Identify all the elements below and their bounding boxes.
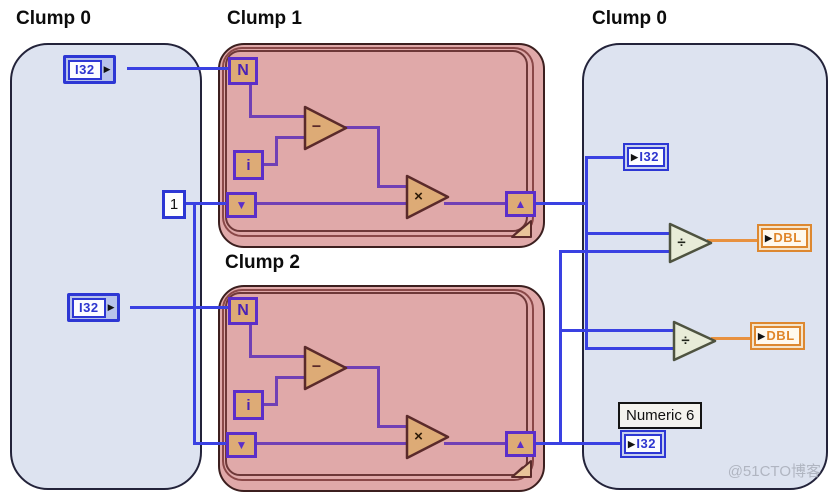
wire-loop2-to-div1-bottom[interactable] — [559, 250, 674, 253]
wire-loop1-to-div2-bottom[interactable] — [585, 347, 676, 350]
indicator-input-arrow-icon: ▶ — [765, 232, 773, 243]
wire-sub1-out[interactable] — [345, 126, 380, 129]
wire-bus-loop1[interactable] — [585, 156, 588, 350]
numeric6-label[interactable]: Numeric 6 — [618, 402, 703, 429]
loop2-page-fold-icon — [509, 459, 535, 485]
wire-loop1-to-div1-top[interactable] — [585, 232, 674, 235]
sr-up-icon: ▲ — [514, 437, 527, 451]
wire-sub1-down[interactable] — [377, 126, 380, 188]
wire-sub2-to-mul2[interactable] — [377, 425, 407, 428]
multiply-node-2[interactable]: × — [405, 414, 451, 460]
subtract-node-2[interactable]: − — [303, 345, 349, 391]
wire-mul1-to-sr1-right[interactable] — [444, 202, 507, 205]
wire-sr2-to-mul2[interactable] — [255, 442, 407, 445]
loop1-count-terminal[interactable]: N — [228, 57, 258, 85]
multiply-symbol: × — [414, 187, 423, 205]
indicator-input-arrow-icon: ▶ — [628, 438, 636, 449]
subtract-node-1[interactable]: − — [303, 105, 349, 151]
divide-triangle-icon — [672, 320, 717, 362]
wire-i2-up[interactable] — [275, 376, 278, 406]
clump2-label: Clump 2 — [225, 252, 300, 273]
dbl-indicator-bottom[interactable]: ▶ DBL — [750, 322, 805, 350]
subtract-symbol: − — [311, 118, 322, 136]
i32-indicator-top-label: I32 — [639, 149, 659, 164]
watermark: @51CTO博客 — [727, 463, 821, 480]
wire-n1-down[interactable] — [249, 84, 252, 118]
subtract-symbol: − — [311, 358, 322, 376]
wire-sub2-out[interactable] — [345, 366, 380, 369]
divide-triangle-icon — [668, 222, 713, 264]
wire-loop2-to-div2-top[interactable] — [559, 329, 676, 332]
i32-control-2-label: I32 — [72, 297, 106, 318]
sr-down-icon: ▼ — [235, 198, 248, 212]
wire-i1-out[interactable] — [262, 163, 278, 166]
divide-node-1[interactable]: ÷ — [668, 222, 714, 264]
wire-sr1-to-mul1[interactable] — [255, 202, 407, 205]
multiply-node-1[interactable]: × — [405, 174, 451, 220]
loop-stacked-frame-line — [222, 289, 534, 481]
dbl-indicator-top[interactable]: ▶ DBL — [757, 224, 812, 252]
clump0-left-region[interactable] — [10, 43, 202, 490]
dbl-indicator-bottom-label: DBL — [766, 328, 795, 343]
wire-i1-up[interactable] — [275, 136, 278, 166]
i32-control-2[interactable]: I32 ▶ — [67, 293, 120, 322]
sr-down-icon: ▼ — [235, 438, 248, 452]
clump1-loop-structure[interactable] — [218, 43, 545, 248]
i32-indicator-bottom-label: I32 — [636, 436, 656, 451]
wire-bus-loop2[interactable] — [559, 250, 562, 445]
wire-n2-down[interactable] — [249, 324, 252, 358]
control-output-arrow-icon: ▶ — [103, 64, 111, 74]
loop-stacked-frame-line — [222, 47, 534, 237]
loop1-shift-register-right[interactable]: ▲ — [505, 191, 536, 217]
loop1-shift-register-left[interactable]: ▼ — [226, 192, 257, 218]
multiply-triangle-icon — [405, 174, 450, 220]
wire-i2-to-sub2[interactable] — [275, 376, 306, 379]
clump1-label: Clump 1 — [227, 8, 302, 29]
loop2-iteration-terminal[interactable]: i — [233, 390, 264, 420]
sr-up-icon: ▲ — [514, 197, 527, 211]
subtract-triangle-icon — [303, 105, 348, 151]
subtract-triangle-icon — [303, 345, 348, 391]
loop1-iteration-terminal[interactable]: i — [233, 150, 264, 180]
loop2-shift-register-right[interactable]: ▲ — [505, 431, 536, 457]
multiply-triangle-icon — [405, 414, 450, 460]
i32-indicator-top[interactable]: ▶ I32 — [623, 143, 669, 171]
divide-symbol: ÷ — [681, 331, 690, 349]
i32-indicator-bottom[interactable]: ▶ I32 — [620, 430, 666, 458]
wire-to-i32-top[interactable] — [585, 156, 625, 159]
wire-const-to-sr1[interactable] — [184, 202, 228, 205]
indicator-input-arrow-icon: ▶ — [758, 330, 766, 341]
wire-mul2-to-sr2-right[interactable] — [444, 442, 507, 445]
wire-div1-to-dbl1[interactable] — [707, 239, 758, 242]
indicator-input-arrow-icon: ▶ — [631, 151, 639, 162]
wire-ctrl2-to-n2[interactable] — [130, 306, 229, 309]
loop2-shift-register-left[interactable]: ▼ — [226, 432, 257, 458]
i32-control-1[interactable]: I32 ▶ — [63, 55, 116, 84]
wire-n2-to-sub2[interactable] — [249, 355, 305, 358]
divide-symbol: ÷ — [677, 233, 686, 251]
wire-sub1-to-mul1[interactable] — [377, 185, 407, 188]
loop1-page-fold-icon — [509, 219, 535, 245]
wire-div2-to-dbl2[interactable] — [711, 337, 752, 340]
clump0-right-label: Clump 0 — [592, 8, 667, 29]
wire-loop1-output[interactable] — [534, 202, 588, 205]
wire-i2-out[interactable] — [262, 403, 278, 406]
wire-const-branch-down[interactable] — [193, 202, 196, 445]
wire-n1-to-sub1[interactable] — [249, 115, 305, 118]
clump2-loop-structure[interactable] — [218, 285, 545, 492]
clump0-left-label: Clump 0 — [16, 8, 91, 29]
wire-const-to-sr2[interactable] — [193, 442, 229, 445]
wire-ctrl1-to-n1[interactable] — [127, 67, 229, 70]
loop2-count-terminal[interactable]: N — [228, 297, 258, 325]
wire-loop2-output-to-i32-bottom[interactable] — [534, 442, 622, 445]
control-output-arrow-icon: ▶ — [107, 302, 115, 312]
divide-node-2[interactable]: ÷ — [672, 320, 718, 362]
i32-control-1-label: I32 — [68, 59, 102, 80]
wire-i1-to-sub1[interactable] — [275, 136, 306, 139]
multiply-symbol: × — [414, 427, 423, 445]
wire-sub2-down[interactable] — [377, 366, 380, 428]
dbl-indicator-top-label: DBL — [773, 230, 802, 245]
constant-1[interactable]: 1 — [162, 190, 186, 219]
